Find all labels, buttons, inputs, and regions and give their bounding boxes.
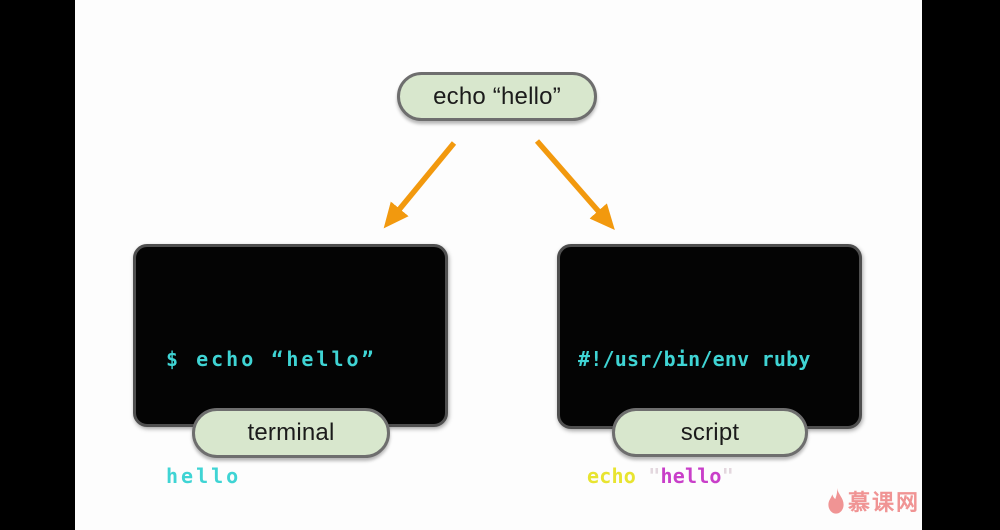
script-string: hello bbox=[660, 464, 722, 488]
terminal-code: $ echo “hello” hello bbox=[136, 247, 445, 530]
script-line-shebang: #!/usr/bin/env ruby bbox=[578, 347, 811, 371]
terminal-line-prompt: $ echo “hello” bbox=[166, 347, 377, 371]
script-keyword: echo bbox=[587, 464, 636, 488]
terminal-label: terminal bbox=[192, 408, 390, 458]
letterbox-left bbox=[0, 0, 75, 530]
command-node: echo “hello” bbox=[397, 72, 597, 121]
script-line-command: echo "hello" bbox=[587, 457, 859, 496]
arrow-to-terminal bbox=[383, 141, 457, 229]
terminal-line-output: hello bbox=[166, 464, 242, 488]
terminal-window: $ echo “hello” hello bbox=[133, 244, 448, 488]
script-open-quote: " bbox=[648, 464, 661, 488]
letterbox-right bbox=[922, 0, 1000, 530]
script-space bbox=[636, 464, 648, 488]
script-label-text: script bbox=[680, 418, 740, 446]
watermark: 慕课网 bbox=[828, 485, 920, 517]
command-node-label: echo “hello” bbox=[433, 82, 561, 110]
slide-canvas: echo “hello” $ echo “hello” hello termin… bbox=[75, 0, 922, 530]
script-window: #!/usr/bin/env ruby echo "hello" bbox=[557, 244, 862, 488]
arrow-to-script bbox=[534, 139, 615, 230]
terminal-label-text: terminal bbox=[247, 419, 335, 446]
watermark-text: 慕课网 bbox=[848, 490, 921, 515]
script-label: script bbox=[612, 408, 808, 457]
script-code: #!/usr/bin/env ruby echo "hello" bbox=[560, 247, 859, 530]
script-close-quote: " bbox=[721, 464, 734, 488]
flame-icon bbox=[828, 487, 844, 514]
